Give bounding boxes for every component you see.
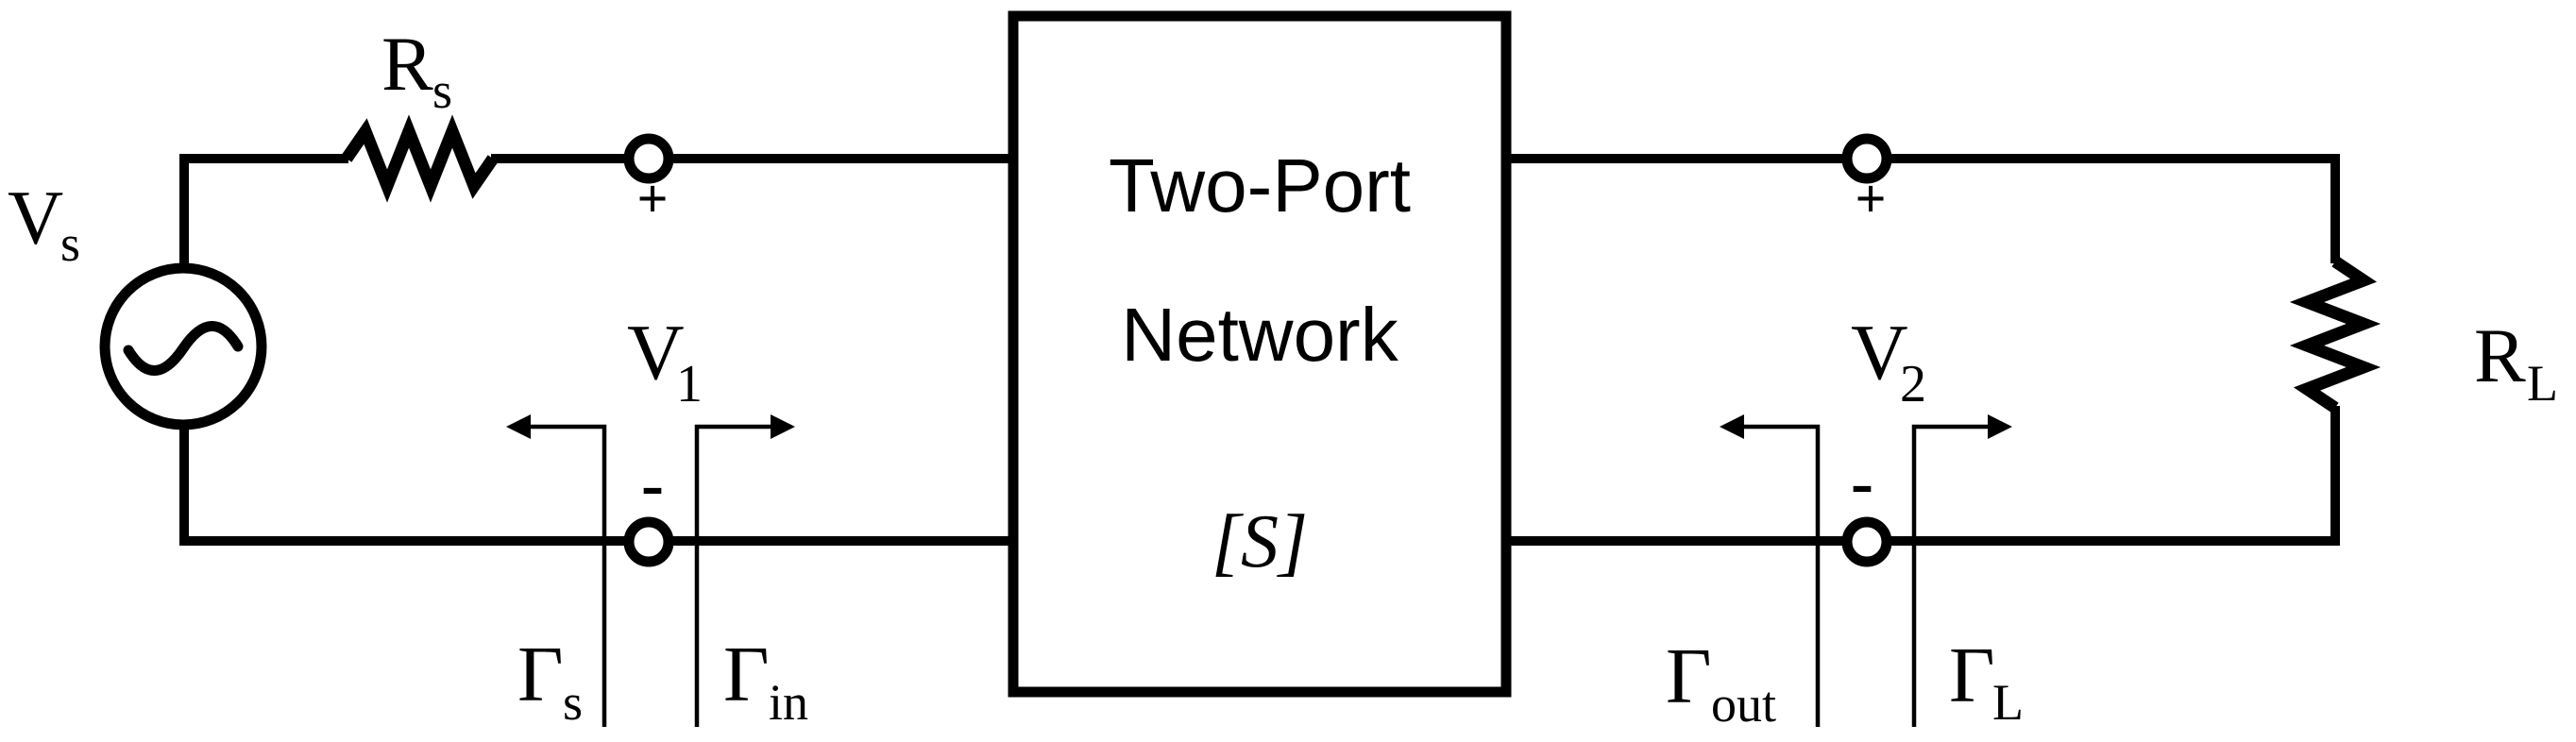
network-box-title-line1: Two-Port xyxy=(1109,143,1411,228)
gamma-in-arrow xyxy=(694,424,774,727)
port2-minus-sign: - xyxy=(1851,445,1873,520)
port1-voltage-label: V xyxy=(627,309,685,396)
port2-bottom-terminal-icon xyxy=(1841,516,1892,567)
load-resistor-subscript: L xyxy=(2527,355,2558,412)
gamma-source-arrow xyxy=(527,424,607,727)
port1-minus-sign: - xyxy=(641,447,664,522)
circuit-wires xyxy=(179,154,2340,546)
wire-load-bottom-to-box xyxy=(1506,406,2340,546)
gamma-load-arrowhead-icon xyxy=(1988,414,2012,439)
gamma-source-label: Γ xyxy=(517,631,564,718)
source-resistor-label: R xyxy=(381,21,433,107)
port2-top-terminal-icon xyxy=(1841,133,1892,184)
gamma-source-arrowhead-icon xyxy=(506,414,531,439)
voltage-source-icon xyxy=(99,262,267,430)
network-box-title-line2: Network xyxy=(1121,293,1398,377)
port1-top-terminal-icon xyxy=(623,133,674,184)
load-resistor-zigzag-icon xyxy=(2289,256,2381,413)
gamma-load-subscript: L xyxy=(1992,674,2024,731)
gamma-source-subscript: s xyxy=(563,674,583,731)
gamma-in-subscript: in xyxy=(769,674,808,731)
network-box-smatrix-label: [S] xyxy=(1212,500,1308,583)
source-resistor-zigzag-icon xyxy=(341,114,499,203)
sine-wave-icon xyxy=(123,321,244,376)
gamma-load-arrow xyxy=(1911,424,1991,727)
gamma-in-label: Γ xyxy=(723,631,770,718)
load-resistor-label: R xyxy=(2474,312,2526,398)
source-voltage-label: V xyxy=(8,175,63,261)
two-port-network-box xyxy=(1008,10,1512,698)
source-voltage-subscript: s xyxy=(60,215,80,272)
port1-plus-sign: + xyxy=(636,168,668,229)
port1-bottom-terminal-icon xyxy=(623,516,674,567)
gamma-out-label: Γ xyxy=(1666,632,1712,720)
source-resistor-subscript: s xyxy=(432,62,452,119)
port2-plus-sign: + xyxy=(1855,168,1886,229)
wire-box-to-load-top xyxy=(1506,154,2340,263)
wire-source-to-rs xyxy=(179,154,348,270)
port2-voltage-subscript: 2 xyxy=(1900,355,1926,413)
port1-voltage-subscript: 1 xyxy=(676,355,703,413)
wire-source-bottom-to-box xyxy=(179,423,1013,546)
gamma-out-arrow xyxy=(1740,424,1821,727)
gamma-in-arrowhead-icon xyxy=(771,414,795,439)
port2-voltage-label: V xyxy=(1851,309,1908,396)
gamma-out-subscript: out xyxy=(1711,676,1776,733)
gamma-reference-lines xyxy=(506,414,2012,727)
gamma-load-label: Γ xyxy=(1949,632,1995,719)
gamma-out-arrowhead-icon xyxy=(1720,414,1744,439)
